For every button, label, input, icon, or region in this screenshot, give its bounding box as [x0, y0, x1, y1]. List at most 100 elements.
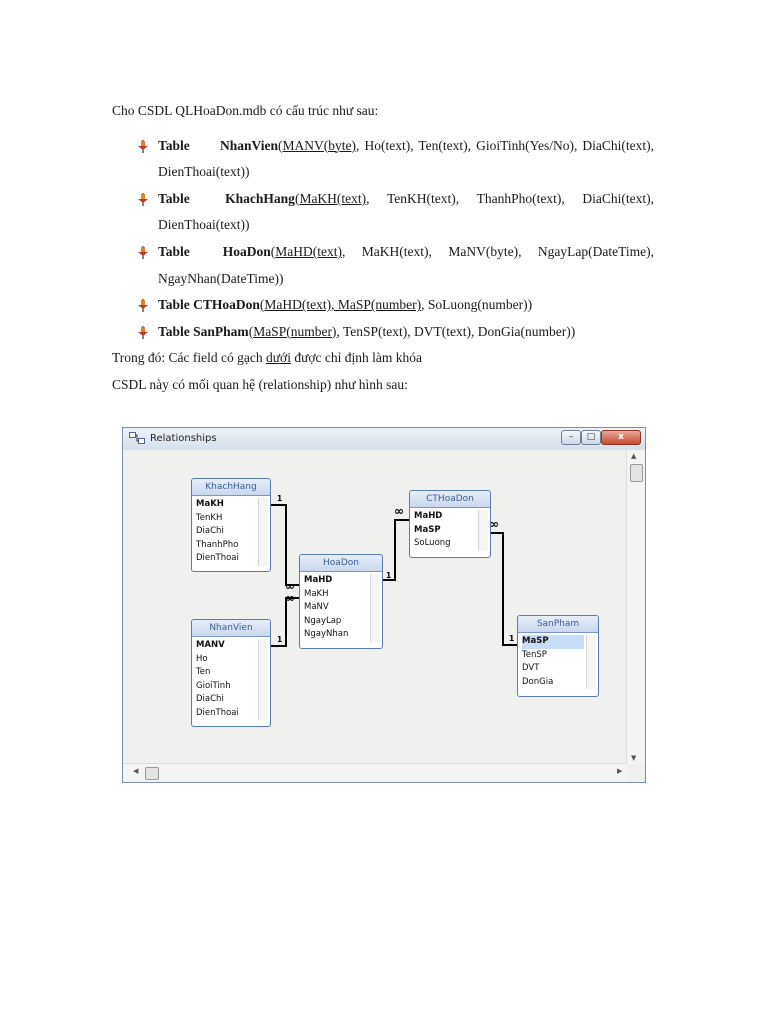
cardinality-one-label: 1: [509, 634, 515, 643]
field-item[interactable]: MaKH: [196, 499, 224, 509]
maximize-button[interactable]: □: [581, 430, 601, 445]
scroll-up-icon[interactable]: ▲: [631, 452, 637, 460]
cardinality-one-label: 1: [277, 635, 283, 644]
table-prefix: Table: [158, 137, 190, 153]
field-item[interactable]: DienThoai: [196, 553, 239, 563]
field-item[interactable]: DVT: [522, 663, 540, 673]
pushpin-bullet-icon: [138, 245, 148, 259]
table-fields: , TenKH(text), ThanhPho(text), DiaChi(te…: [158, 190, 654, 233]
table-fields: , MaKH(text), MaNV(byte), NgayLap(DateTi…: [158, 243, 654, 286]
window-titlebar[interactable]: Relationships – □ x: [123, 428, 645, 451]
horizontal-scrollbar[interactable]: ◀ ▶: [123, 763, 627, 782]
table-box-cthoadon[interactable]: CTHoaDon MaHD MaSP SoLuong: [409, 490, 491, 558]
field-item[interactable]: DiaChi: [196, 526, 224, 536]
window-title: Relationships: [150, 433, 217, 444]
table-box-title: KhachHang: [192, 479, 270, 496]
table-keys: MaSP(number): [253, 323, 337, 339]
table-box-khachhang[interactable]: KhachHang MaKH TenKH DiaChi ThanhPho Die…: [191, 478, 271, 572]
cardinality-one-label: 1: [277, 494, 283, 503]
field-item[interactable]: TenSP: [522, 649, 547, 660]
table-list: Table NhanVien(MANV(byte), Ho(text), Ten…: [112, 133, 654, 346]
relationship-line-khachhang-hoadon: [270, 504, 299, 586]
table-keys: MaHD(text), MaSP(number): [264, 297, 422, 313]
document-body: Cho CSDL QLHoaDon.mdb có cấu trúc như sa…: [112, 98, 654, 399]
table-box-scrollbar[interactable]: [370, 574, 380, 642]
field-item[interactable]: Ten: [196, 667, 211, 677]
field-item[interactable]: TenKH: [196, 512, 223, 523]
field-item[interactable]: MaKH: [304, 588, 329, 599]
table-fields: , SoLuong(number)): [421, 297, 533, 313]
scroll-down-icon[interactable]: ▼: [631, 754, 637, 762]
table-item-hoadon: Table HoaDon(MaHD(text), MaKH(text), MaN…: [112, 239, 654, 292]
relationships-canvas[interactable]: 1 ∞ 1 ∞ 1 ∞ ∞ 1 KhachHang MaKH TenKH Dia…: [123, 450, 627, 764]
table-item-khachhang: Table KhachHang(MaKH(text), TenKH(text),…: [112, 186, 654, 239]
relationship-line-cthoadon-sanpham: [490, 532, 517, 646]
table-keys: MaHD(text): [275, 243, 342, 259]
key-note: Trong đó: Các field có gạch dưới được ch…: [112, 345, 654, 372]
table-prefix: Table: [158, 243, 190, 259]
relationship-lines: [270, 504, 517, 647]
cardinality-many-label: ∞: [285, 579, 295, 593]
cardinality-many-label: ∞: [489, 517, 499, 531]
cardinality-many-label: ∞: [394, 504, 404, 518]
scroll-left-icon[interactable]: ◀: [133, 767, 139, 775]
field-item[interactable]: MaSP: [414, 524, 441, 535]
table-prefix: Table: [158, 190, 190, 206]
table-prefix: Table: [158, 323, 190, 339]
field-item[interactable]: DonGia: [522, 676, 554, 687]
key-note-text-end: được chỉ định làm khóa: [290, 350, 423, 366]
table-keys: MaKH(text): [299, 190, 367, 206]
table-fields: , TenSP(text), DVT(text), DonGia(number)…: [336, 323, 576, 339]
pushpin-bullet-icon: [138, 299, 148, 313]
scroll-right-icon[interactable]: ▶: [617, 767, 623, 775]
cardinality-one-label: 1: [386, 571, 392, 580]
table-box-scrollbar[interactable]: [586, 635, 596, 689]
table-box-nhanvien[interactable]: NhanVien MANV Ho Ten GioiTinh DiaChi Die…: [191, 619, 271, 727]
table-name: CTHoaDon: [193, 297, 260, 313]
table-name: KhachHang: [225, 190, 295, 206]
field-item[interactable]: MaHD: [304, 575, 333, 585]
relationship-line-hoadon-cthoadon: [382, 519, 409, 581]
table-box-sanpham[interactable]: SanPham MaSP TenSP DVT DonGia: [517, 615, 599, 697]
table-name: NhanVien: [220, 137, 279, 153]
field-item[interactable]: MaHD: [414, 511, 443, 521]
horizontal-scroll-thumb[interactable]: [145, 767, 159, 780]
vertical-scrollbar[interactable]: ▲ ▼: [626, 450, 645, 764]
table-item-cthoadon: Table CTHoaDon(MaHD(text), MaSP(number),…: [112, 292, 654, 319]
table-name: HoaDon: [222, 243, 271, 259]
field-item[interactable]: GioiTinh: [196, 680, 231, 691]
pushpin-bullet-icon: [138, 139, 148, 153]
table-keys: MANV(byte): [282, 137, 357, 153]
relationship-line-nhanvien-hoadon: [270, 597, 299, 647]
key-note-text: Trong đó: Các field có gạch: [112, 350, 266, 366]
table-fields: , Ho(text), Ten(text), GioiTinh(Yes/No),…: [158, 137, 654, 180]
field-item[interactable]: NgayNhan: [304, 629, 349, 639]
field-item-selected[interactable]: MaSP: [522, 635, 584, 649]
pushpin-bullet-icon: [138, 192, 148, 206]
minimize-button[interactable]: –: [561, 430, 581, 445]
table-box-hoadon[interactable]: HoaDon MaHD MaKH MaNV NgayLap NgayNhan: [299, 554, 383, 649]
field-item[interactable]: NgayLap: [304, 615, 342, 626]
field-item[interactable]: SoLuong: [414, 538, 451, 548]
table-box-scrollbar[interactable]: [258, 498, 268, 566]
field-item[interactable]: DienThoai: [196, 707, 239, 718]
cardinality-many-label: ∞: [285, 591, 295, 605]
field-item[interactable]: DiaChi: [196, 694, 224, 704]
table-prefix: Table: [158, 297, 190, 313]
table-box-title: SanPham: [518, 616, 598, 633]
key-note-underlined: dưới: [265, 350, 291, 366]
table-box-title: HoaDon: [300, 555, 382, 572]
field-item[interactable]: ThanhPho: [196, 539, 239, 550]
table-box-scrollbar[interactable]: [478, 510, 488, 551]
table-box-title: NhanVien: [192, 620, 270, 637]
table-name: SanPham: [193, 323, 249, 339]
vertical-scroll-thumb[interactable]: [630, 464, 643, 482]
close-button[interactable]: x: [601, 430, 641, 445]
table-box-scrollbar[interactable]: [258, 639, 268, 720]
table-item-sanpham: Table SanPham(MaSP(number), TenSP(text),…: [112, 319, 654, 346]
table-box-title: CTHoaDon: [410, 491, 490, 508]
table-item-nhanvien: Table NhanVien(MANV(byte), Ho(text), Ten…: [112, 133, 654, 186]
field-item[interactable]: MaNV: [304, 602, 329, 612]
field-item[interactable]: MANV: [196, 640, 225, 650]
field-item[interactable]: Ho: [196, 653, 208, 664]
